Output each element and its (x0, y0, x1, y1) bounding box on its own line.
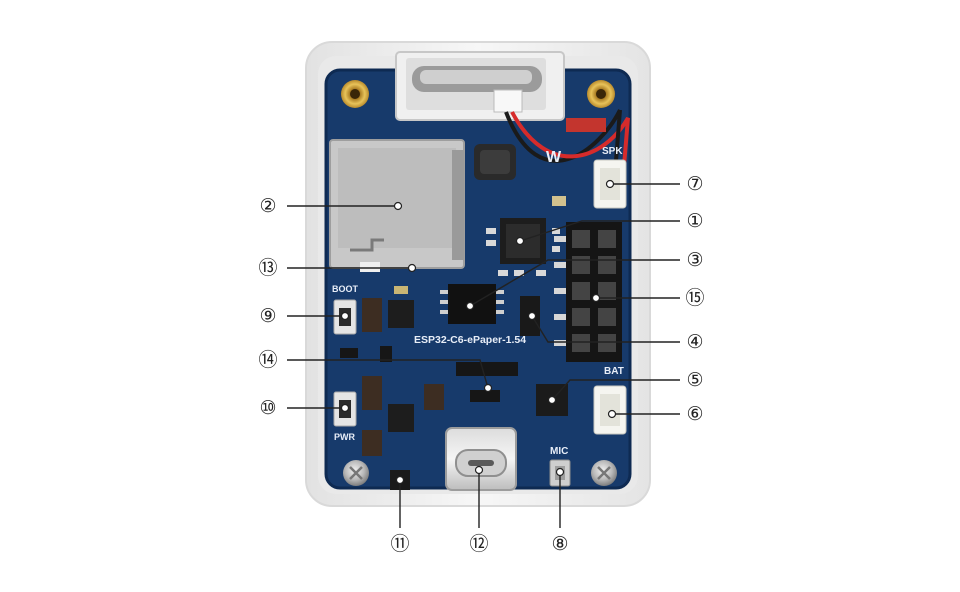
spk-label: SPK (602, 146, 623, 157)
callout-6: ⑥ (686, 403, 703, 425)
callout-3: ③ (686, 249, 703, 271)
callout-14: ⑭ (258, 349, 277, 371)
mic-label: MIC (550, 446, 568, 457)
callout-8: ⑧ (551, 533, 568, 555)
callout-13: ⑬ (258, 257, 277, 279)
board-logo: W (546, 149, 562, 166)
callout-1: ① (686, 210, 703, 232)
red-component (566, 118, 606, 132)
callout-12: ⑫ (469, 533, 488, 555)
battery-connector (593, 385, 627, 435)
usb-c-port (445, 427, 517, 491)
leader-line-4 (531, 315, 680, 343)
mounting-holes (341, 80, 617, 486)
boot-label: BOOT (332, 284, 359, 294)
callout-4: ④ (686, 331, 703, 353)
inductor (474, 144, 516, 180)
pwr-label: PWR (334, 432, 355, 442)
callout-5: ⑤ (686, 369, 703, 391)
regulator-chips (362, 286, 444, 456)
callout-10: ⑩ (259, 397, 276, 419)
callout-2: ② (259, 195, 276, 217)
callout-9: ⑨ (259, 305, 276, 327)
passive-components (486, 196, 566, 276)
leader-line-14 (287, 359, 489, 389)
leader-line-5 (551, 379, 680, 401)
bat-label: BAT (604, 366, 624, 377)
leader-line-3 (469, 259, 680, 307)
callout-11: ⑪ (390, 533, 409, 555)
battery-holder (395, 51, 565, 121)
callout-7: ⑦ (686, 173, 703, 195)
leader-line-1 (519, 220, 680, 242)
board-silkscreen-name: ESP32-C6-ePaper-1.54 (414, 334, 526, 346)
callout-15: ⑮ (685, 287, 704, 309)
mosfet-chips (340, 346, 518, 402)
pin-header (554, 222, 622, 362)
